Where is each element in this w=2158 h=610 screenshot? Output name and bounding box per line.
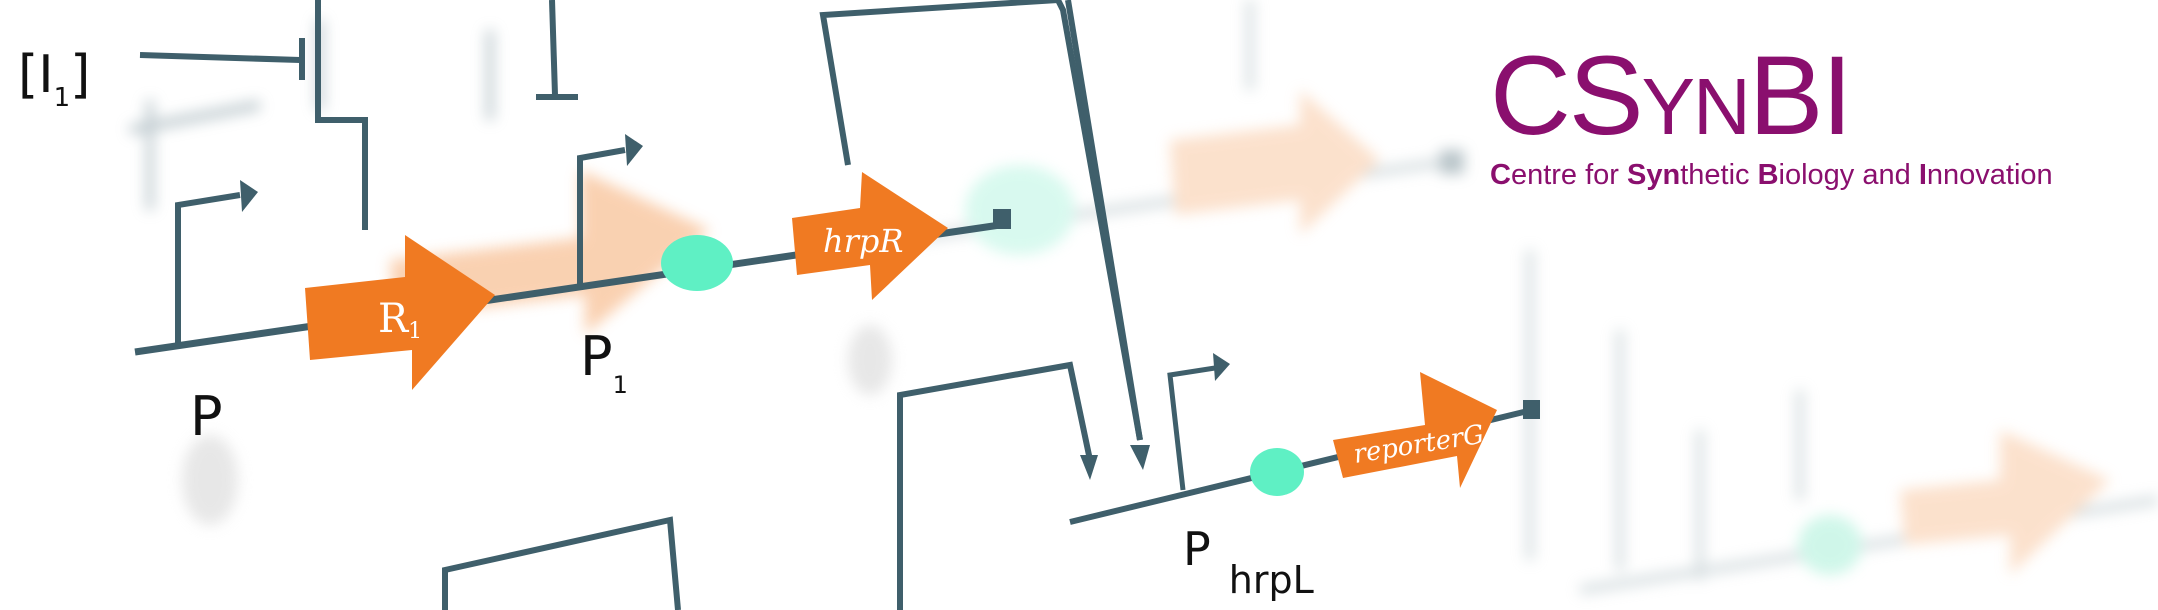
regulation-line (315, 0, 578, 230)
logo-subtitle-part: C (1490, 159, 1511, 191)
logo-subtitle-part: entre for (1510, 159, 1628, 191)
csynbi-logo: CSYNBI Centre for Synthetic Biology and … (1490, 40, 2130, 210)
logo-subtitle-part: I (1918, 159, 1927, 191)
promoter-p1-icon (577, 134, 643, 290)
logo-subtitle-part: nnovation (1926, 159, 2053, 191)
inducer-repression-icon (139, 38, 305, 80)
promoter-phrpl-label: PhrpL (1183, 522, 1314, 602)
gene-reportergene: reporterG (1333, 372, 1497, 488)
gene-r1-label: R1 (378, 296, 422, 344)
activation-lines (819, 0, 1143, 610)
promoter-p-label: P (190, 385, 223, 448)
logo-subtitle-part: iology and (1778, 159, 1919, 191)
promoter-phrpl-icon (1167, 353, 1230, 491)
rbs-icon (1250, 448, 1304, 496)
promoter-p1-label: P1 (580, 325, 628, 399)
arrowhead-icon (1130, 445, 1150, 470)
logo-subtitle: Centre for Synthetic Biology and Innovat… (1490, 158, 2053, 192)
inducer-label: [I1] (18, 45, 90, 113)
background-circuit (129, 0, 2158, 595)
regulation-line (442, 516, 681, 610)
logo-subtitle-part: Syn (1627, 159, 1681, 191)
rbs-icon (661, 235, 733, 291)
logo-subtitle-part: thetic (1680, 159, 1758, 191)
arrowhead-icon (1080, 455, 1098, 480)
logo-title: CSYNBI (1490, 33, 1853, 158)
logo-subtitle-part: B (1757, 159, 1779, 191)
promoter-p-icon (175, 180, 258, 345)
gene-r1: R1 (305, 235, 495, 390)
terminator-icon (1523, 400, 1540, 419)
gene-hrpr-label: hrpR (823, 222, 903, 260)
terminator-icon (993, 209, 1011, 229)
gene-hrpr: hrpR (792, 172, 948, 300)
